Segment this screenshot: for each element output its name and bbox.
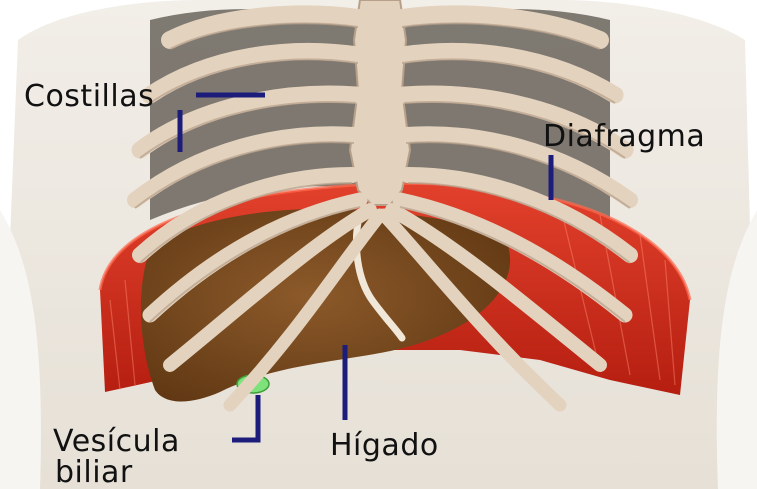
label-ribs: Costillas: [24, 79, 154, 114]
label-gallbladder-line2: biliar: [55, 455, 133, 489]
label-gallbladder-line1: Vesícula: [53, 424, 180, 459]
label-liver: Hígado: [330, 428, 439, 463]
label-diaphragm: Diafragma: [543, 119, 705, 154]
